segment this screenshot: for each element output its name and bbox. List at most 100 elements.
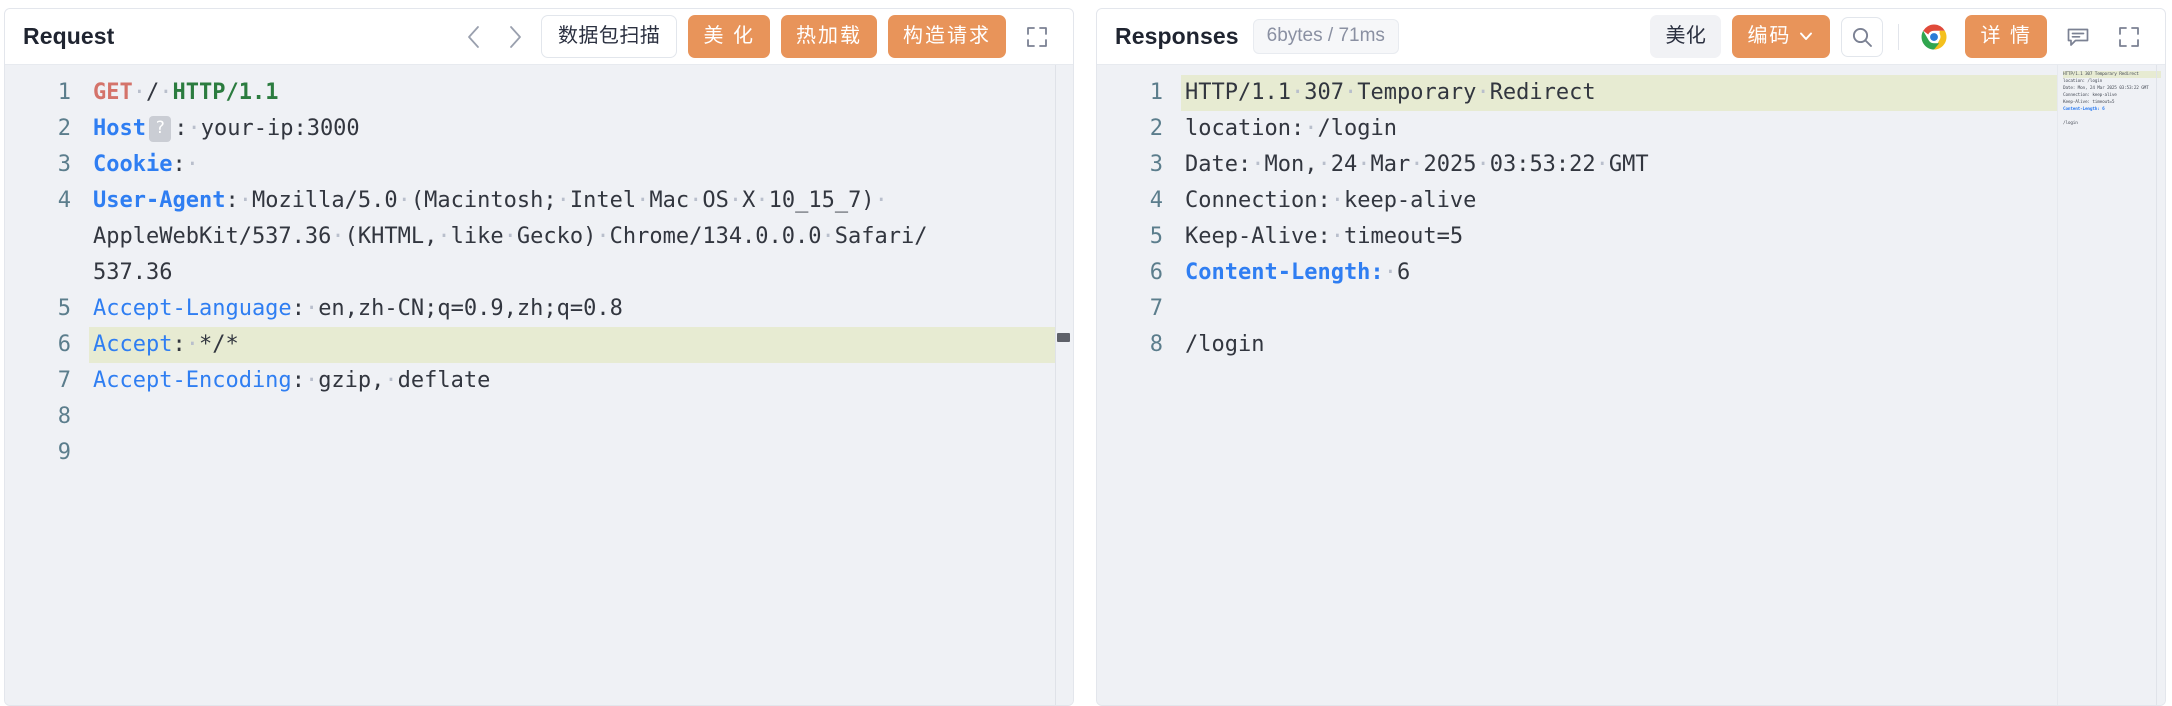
- fullscreen-icon[interactable]: [2109, 17, 2149, 57]
- code-line[interactable]: AppleWebKit/537.36·(KHTML,·like·Gecko)·C…: [89, 219, 1073, 255]
- code-token: ·: [1330, 188, 1344, 213]
- request-panel: Request 数据包扫描 美 化 热加载 构造请求: [4, 8, 1074, 706]
- code-token: :: [172, 332, 186, 357]
- hot-reload-button[interactable]: 热加载: [781, 15, 877, 58]
- code-line[interactable]: Date:·Mon,·24·Mar·2025·03:53:22·GMT: [1181, 147, 2165, 183]
- code-token: Accept: [93, 332, 173, 357]
- minimap-line: [2063, 113, 2161, 120]
- code-line[interactable]: Content-Length:·6: [1181, 255, 2165, 291]
- code-line[interactable]: /login: [1181, 327, 2165, 363]
- code-token: Host: [93, 116, 146, 141]
- line-number: 5: [57, 296, 71, 321]
- code-token: 2025: [1423, 152, 1477, 177]
- code-token: ·: [1317, 152, 1331, 177]
- code-token: ·: [821, 224, 835, 249]
- response-toolbar-actions: 美化 编码: [1650, 15, 2149, 58]
- line-number: 8: [1149, 332, 1163, 357]
- minimap-line: Date: Mon, 24 Mar 2025 03:53:22 GMT: [2063, 86, 2149, 91]
- code-token: like: [450, 224, 504, 249]
- code-line[interactable]: 537.36: [89, 255, 1073, 291]
- code-token: 03:53:22: [1489, 152, 1596, 177]
- code-token: ·: [238, 188, 252, 213]
- minimap-line: /login: [2063, 121, 2078, 126]
- minimap-line: HTTP/1.1 307 Temporary Redirect: [2063, 71, 2161, 78]
- code-token: ·: [1290, 80, 1305, 105]
- beautify-response-button[interactable]: 美化: [1650, 15, 1722, 58]
- request-toolbar-actions: 数据包扫描 美 化 热加载 构造请求: [459, 15, 1057, 58]
- code-token: ·: [1595, 152, 1609, 177]
- code-token: ·: [304, 368, 319, 393]
- code-token: /login: [1185, 332, 1265, 357]
- request-scrollbar[interactable]: [1055, 65, 1073, 705]
- detail-button[interactable]: 详 情: [1965, 15, 2047, 58]
- code-line[interactable]: [1181, 291, 2165, 327]
- code-token: OS: [702, 188, 729, 213]
- code-token: GMT: [1608, 152, 1649, 177]
- line-number: 3: [57, 152, 71, 177]
- code-token: Cookie: [93, 152, 173, 177]
- code-token: ·: [185, 152, 199, 177]
- code-line[interactable]: [89, 399, 1073, 435]
- code-token: your-ip:3000: [200, 116, 360, 141]
- help-badge-icon[interactable]: ?: [148, 116, 172, 142]
- code-token: 10_15_7): [768, 188, 875, 213]
- code-token: X: [742, 188, 756, 213]
- code-line[interactable]: Accept-Encoding:·gzip,·deflate: [89, 363, 1073, 399]
- line-number: 4: [57, 188, 71, 213]
- code-line[interactable]: Connection:·keep-alive: [1181, 183, 2165, 219]
- packet-scan-button[interactable]: 数据包扫描: [540, 15, 678, 58]
- code-line[interactable]: GET·/·HTTP/1.1: [89, 75, 1073, 111]
- beautify-request-button[interactable]: 美 化: [688, 15, 770, 58]
- request-title: Request: [23, 23, 115, 49]
- code-token: :: [172, 152, 186, 177]
- code-token: gzip,: [318, 368, 385, 393]
- code-token: Keep-Alive:: [1185, 224, 1331, 249]
- code-token: 6: [1396, 260, 1411, 285]
- code-token: HTTP/1.1: [172, 80, 279, 105]
- code-token: 307: [1304, 80, 1344, 105]
- code-token: ·: [636, 188, 650, 213]
- line-number: 3: [1149, 152, 1163, 177]
- code-token: 24: [1330, 152, 1358, 177]
- code-line[interactable]: Host?:·your-ip:3000: [89, 111, 1073, 147]
- code-token: Accept-Language: [93, 296, 292, 321]
- minimap-line: Keep-Alive: timeout=5: [2063, 100, 2115, 105]
- code-token: Mon,: [1264, 152, 1318, 177]
- next-packet-button[interactable]: [500, 20, 530, 54]
- construct-request-button[interactable]: 构造请求: [888, 15, 1006, 58]
- code-token: :: [174, 116, 188, 141]
- code-line[interactable]: Accept:·*/*: [89, 327, 1073, 363]
- code-line[interactable]: Keep-Alive:·timeout=5: [1181, 219, 2165, 255]
- code-line[interactable]: HTTP/1.1·307·Temporary·Redirect: [1181, 75, 2165, 111]
- code-token: timeout=5: [1343, 224, 1464, 249]
- comment-icon[interactable]: [2058, 17, 2098, 57]
- code-line[interactable]: User-Agent:·Mozilla/5.0·(Macintosh;·Inte…: [89, 183, 1073, 219]
- request-scrollbar-thumb[interactable]: [1057, 333, 1070, 342]
- code-token: /login: [1317, 116, 1397, 141]
- line-number: 1: [1149, 80, 1163, 105]
- code-line[interactable]: Cookie:·: [89, 147, 1073, 183]
- encoding-dropdown-button[interactable]: 编码: [1732, 15, 1831, 58]
- code-token: GET: [93, 80, 133, 105]
- fullscreen-icon[interactable]: [1017, 17, 1057, 57]
- code-token: Connection:: [1185, 188, 1331, 213]
- prev-packet-button[interactable]: [459, 20, 489, 54]
- code-line[interactable]: Accept-Language:·en,zh-CN;q=0.9,zh;q=0.8: [89, 291, 1073, 327]
- code-token: ·: [437, 224, 451, 249]
- line-number: 9: [57, 440, 71, 465]
- code-token: ·: [132, 80, 146, 105]
- code-token: Mar: [1370, 152, 1411, 177]
- search-icon[interactable]: [1841, 16, 1884, 57]
- chrome-icon[interactable]: [1914, 17, 1954, 57]
- code-token: ·: [187, 116, 201, 141]
- line-number: 7: [57, 368, 71, 393]
- code-token: ·: [397, 188, 411, 213]
- code-line[interactable]: location:·/login: [1181, 111, 2165, 147]
- code-line[interactable]: [89, 435, 1073, 471]
- code-token: Mac: [649, 188, 690, 213]
